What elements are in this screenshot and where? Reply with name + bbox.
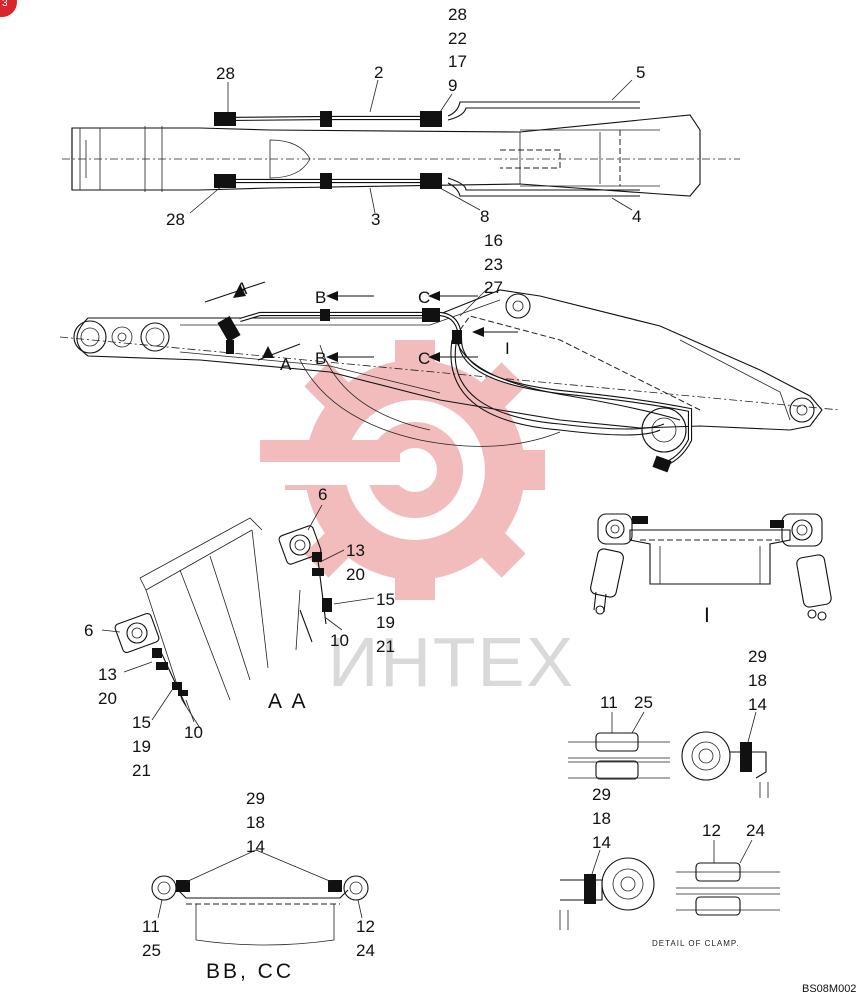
callout: 16	[484, 231, 503, 250]
section-title: BB, CC	[206, 960, 294, 983]
callout: 4	[632, 207, 641, 226]
callout: 12	[356, 917, 375, 936]
section-marker: C	[418, 288, 430, 307]
callout: 5	[636, 63, 645, 82]
section-title: A A	[268, 690, 309, 713]
callout: 28	[166, 210, 185, 229]
callout: 27	[484, 278, 503, 297]
callout: 9	[448, 76, 457, 95]
callout: 17	[448, 52, 467, 71]
section-marker: A	[280, 355, 292, 374]
callout: 19	[376, 613, 395, 632]
callout: 29	[592, 785, 611, 804]
callout: 23	[484, 255, 503, 274]
callout: 13	[98, 665, 117, 684]
callout: 18	[748, 671, 767, 690]
callout: 28	[216, 64, 235, 83]
callout: 20	[346, 565, 365, 584]
watermark: ИНТЕХ	[255, 340, 575, 701]
callout: 20	[98, 689, 117, 708]
detail-i: I	[590, 513, 832, 627]
callout: 11	[142, 917, 160, 936]
watermark-text: ИНТЕХ	[328, 623, 575, 701]
detail-title: I	[704, 604, 713, 627]
callout: 25	[142, 941, 161, 960]
section-marker: B	[315, 349, 326, 368]
callout: 12	[702, 821, 721, 840]
section-marker: A	[236, 279, 248, 298]
callout: 24	[746, 821, 765, 840]
callout: 11	[600, 693, 618, 712]
callout: 18	[592, 809, 611, 828]
watermark-logo	[255, 340, 545, 600]
callout: 6	[84, 621, 93, 640]
section-marker: I	[505, 339, 510, 358]
callout: 10	[184, 723, 203, 742]
corner-badge	[0, 0, 17, 17]
section-aa: 6 13 20 15 19 21 10 6 13 20 15 19 21 10 …	[84, 485, 395, 780]
callout: 8	[480, 207, 489, 226]
callout: 3	[371, 210, 380, 229]
callout: 21	[376, 637, 395, 656]
section-marker: B	[315, 288, 326, 307]
drawing-code: BS08M002	[802, 983, 856, 995]
callout: 25	[634, 693, 653, 712]
callout: 10	[330, 631, 349, 650]
section-marker: C	[418, 349, 430, 368]
side-view: A A B B C C I 16 23 27	[59, 231, 841, 473]
callout: 29	[246, 789, 265, 808]
clamp-detail: 11 25 29 18 14 29 18 14 12 24 DETAIL OF …	[559, 647, 780, 948]
callout: 29	[748, 647, 767, 666]
callout: 14	[246, 837, 265, 856]
top-view: 28 2 28 22 17 9 5 28 3 8 4	[62, 5, 740, 229]
svg-text:3: 3	[2, 0, 8, 9]
callout: 2	[374, 63, 383, 82]
callout: 15	[132, 713, 151, 732]
section-bbcc: 29 18 14 11 25 12 24 BB, CC	[142, 789, 375, 983]
callout: 13	[346, 541, 365, 560]
callout: 24	[356, 941, 375, 960]
callout: 22	[448, 29, 467, 48]
callout: 6	[318, 485, 327, 504]
callout: 15	[376, 590, 395, 609]
detail-caption: DETAIL OF CLAMP.	[652, 939, 739, 948]
callout: 19	[132, 737, 151, 756]
callout: 21	[132, 761, 151, 780]
callout: 18	[246, 813, 265, 832]
callout: 14	[592, 833, 611, 852]
callout: 14	[748, 695, 767, 714]
callout: 28	[448, 5, 467, 24]
